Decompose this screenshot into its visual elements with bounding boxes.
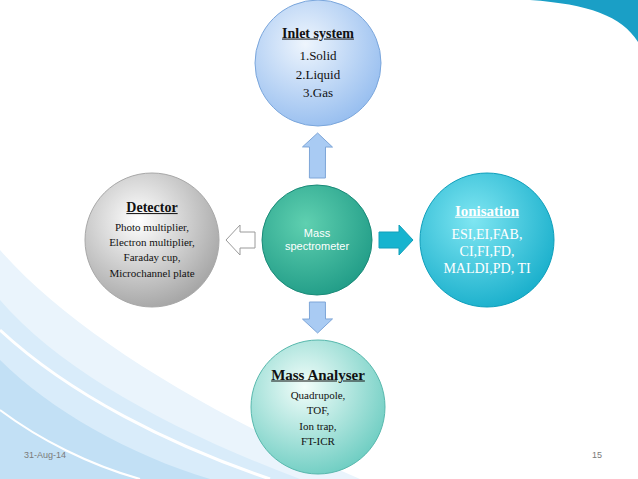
date-footer: 31-Aug-14 (24, 450, 66, 460)
center-circle: Mass spectrometer (261, 184, 373, 296)
circle-text: Inlet system 1.Solid 2.Liquid 3.Gas (268, 26, 368, 101)
circle-shape (85, 173, 219, 307)
circle-item: 1.Solid (299, 48, 336, 64)
circle-shape (251, 340, 385, 474)
circle-item: Quadrupole, (291, 389, 346, 402)
circle-text: Mass spectrometer (277, 227, 357, 252)
swoosh (0, 360, 210, 479)
circle-text: DetectorPhoto multiplier, Electron multip… (104, 200, 200, 280)
circle-shape (255, 0, 381, 126)
circle-item: TOF, (307, 404, 329, 417)
circle-item: Faraday cup, (124, 252, 181, 265)
analyser-circle: Mass AnalyserQuadrupole, TOF, Ion trap, FT-… (250, 339, 386, 475)
circle-item: 2.Liquid (296, 66, 340, 82)
block-arrow (226, 225, 255, 255)
swoosh-line (0, 330, 270, 479)
swoosh-line (0, 410, 140, 479)
circle-shape (262, 185, 372, 295)
corner-band (530, 0, 638, 42)
circle-outline (254, 0, 382, 127)
ionisation-circle: IonisationESI,EI,FAB, CI,FI,FD, MALDI,PD… (419, 172, 555, 308)
circle-text: Mass AnalyserQuadrupole, TOF, Ion trap, FT-… (268, 367, 368, 448)
circle-item: ESI,EI,FAB, CI,FI,FD, MALDI,PD, TI (439, 227, 535, 277)
inlet-circle: Inlet system 1.Solid 2.Liquid 3.Gas (254, 0, 382, 127)
circle-heading: Ionisation (455, 203, 519, 220)
circle-heading: Mass Analyser (271, 367, 365, 384)
circle-shape (420, 173, 554, 307)
circle-item: Electron multiplier, (109, 236, 195, 249)
detector-circle: DetectorPhoto multiplier, Electron multip… (84, 172, 220, 308)
circle-item: 3.Gas (303, 85, 333, 101)
circle-heading: Inlet system (282, 26, 354, 42)
circle-heading: Mass spectrometer (277, 227, 357, 252)
circle-item: Ion trap, (299, 419, 336, 432)
circle-item: Photo multiplier, (115, 221, 189, 234)
circle-item: FT-ICR (301, 434, 335, 447)
block-arrow (379, 225, 413, 255)
circle-text: IonisationESI,EI,FAB, CI,FI,FD, MALDI,PD… (439, 203, 535, 278)
page-number: 15 (592, 450, 602, 460)
circle-heading: Detector (126, 200, 177, 216)
block-arrow (303, 302, 333, 333)
block-arrow (303, 133, 333, 178)
circle-item: Microchannel plate (109, 267, 194, 280)
